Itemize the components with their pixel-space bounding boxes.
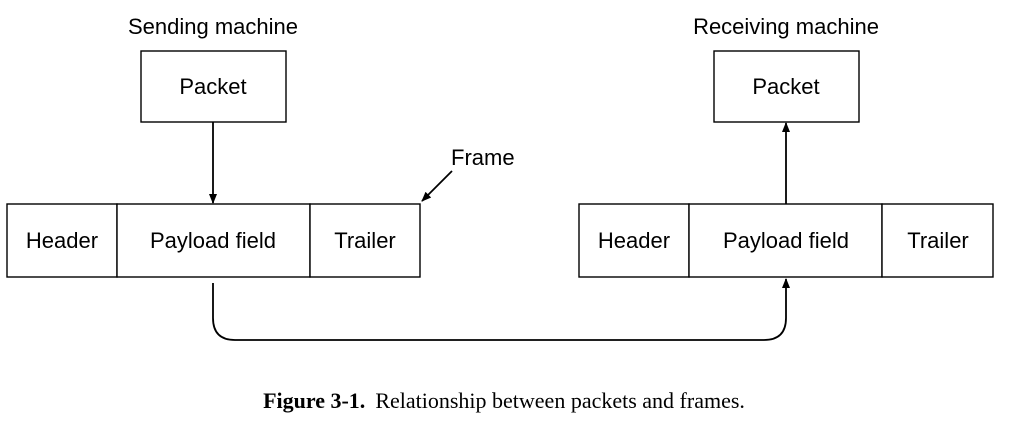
receiving-header-label: Header [598, 228, 670, 253]
figure-caption-text: Relationship between packets and frames. [375, 388, 745, 413]
sending-packet-box: Packet [140, 50, 287, 123]
receiving-trailer-label: Trailer [907, 228, 969, 253]
receiving-packet-box: Packet [713, 50, 860, 123]
receiving-frame-header-cell [578, 203, 690, 278]
sending-payload-label: Payload field [150, 228, 276, 253]
sending-packet-label: Packet [179, 74, 246, 99]
receiving-frame-trailer-cell [881, 203, 994, 278]
sending-header-label: Header [26, 228, 98, 253]
transmission-path-arrow [212, 278, 790, 341]
sending-trailer-label: Trailer [334, 228, 396, 253]
frame-callout-pointer [421, 170, 453, 202]
frame-callout-label: Frame [451, 145, 515, 170]
figure-number: Figure 3-1. [263, 388, 365, 413]
sending-frame-payload-cell [116, 203, 311, 278]
figure-caption: Figure 3-1. Relationship between packets … [263, 388, 745, 413]
receiving-machine-title: Receiving machine [693, 14, 879, 39]
sending-frame-header-cell [6, 203, 118, 278]
receiving-frame-payload-cell [688, 203, 883, 278]
sending-frame: Header Payload field Trailer [6, 203, 421, 278]
receiving-packet-label: Packet [752, 74, 819, 99]
sending-machine-title: Sending machine [128, 14, 298, 39]
receiving-payload-label: Payload field [723, 228, 849, 253]
sending-frame-trailer-cell [309, 203, 421, 278]
receiving-frame: Header Payload field Trailer [578, 203, 994, 278]
